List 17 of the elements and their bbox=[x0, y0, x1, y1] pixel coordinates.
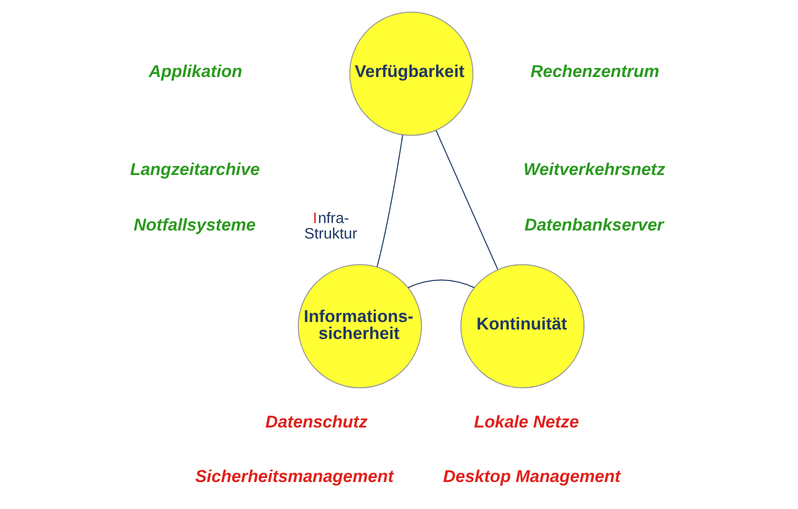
label: Applikation bbox=[148, 60, 242, 81]
label: Rechenzentrum bbox=[530, 60, 659, 81]
label: Desktop Management bbox=[442, 466, 620, 486]
label: Lokale Netze bbox=[473, 411, 578, 432]
node-circle: Kontinuität bbox=[460, 264, 584, 388]
label: Langzeitarchive bbox=[130, 158, 260, 179]
label: Datenschutz bbox=[264, 411, 367, 432]
label: Sicherheitsmanagement bbox=[194, 466, 394, 486]
node-circle: Informations- sicherheit bbox=[297, 264, 422, 388]
label: Infra- Struktur bbox=[304, 210, 357, 242]
node-circle: Verfügbarkeit bbox=[348, 12, 473, 136]
label: Notfallsysteme bbox=[133, 214, 256, 234]
connector bbox=[435, 130, 498, 270]
connector bbox=[407, 280, 474, 288]
label: Weitverkehrsnetz bbox=[522, 158, 665, 179]
label: Datenbankserver bbox=[524, 214, 664, 234]
connector bbox=[376, 134, 403, 267]
